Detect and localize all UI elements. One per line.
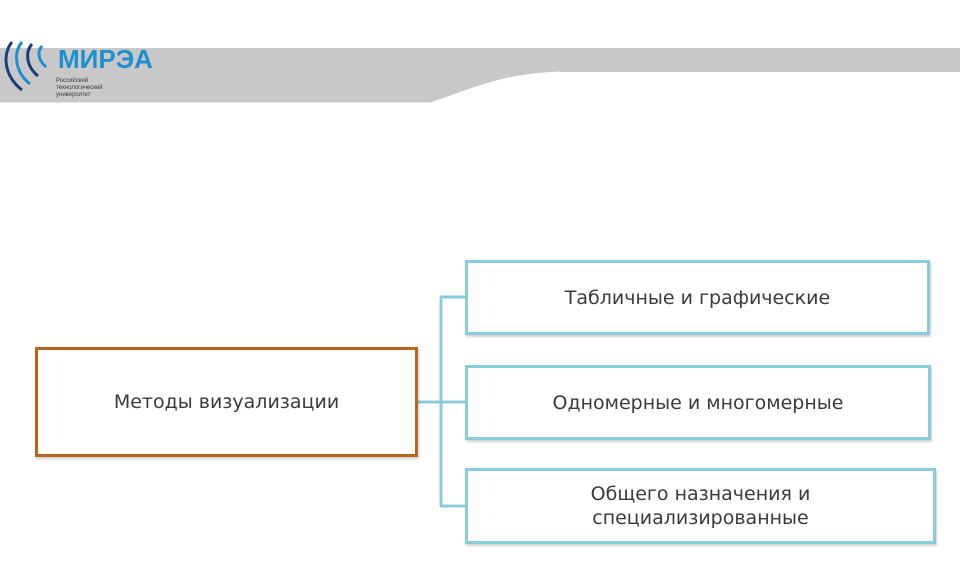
university-logo: МИРЭА Российский технологический универс… (0, 40, 180, 115)
slide-header: МИРЭА Российский технологический универс… (0, 0, 960, 110)
child-node-dimensional: Одномерные и многомерные (465, 365, 931, 440)
logo-arcs-icon (4, 41, 48, 92)
logo-subtitle-line: технологический (56, 85, 103, 91)
logo-subtitle: Российский технологический университет (56, 78, 103, 99)
logo-subtitle-line: университет (56, 92, 91, 98)
child-node-purpose: Общего назначения и специализированные (465, 468, 936, 544)
logo-wordmark: МИРЭА (58, 44, 153, 74)
child-node-tabular: Табличные и графические (465, 260, 930, 335)
logo-subtitle-line: Российский (56, 78, 89, 84)
root-node: Методы визуализации (35, 347, 418, 457)
header-band (0, 48, 960, 104)
